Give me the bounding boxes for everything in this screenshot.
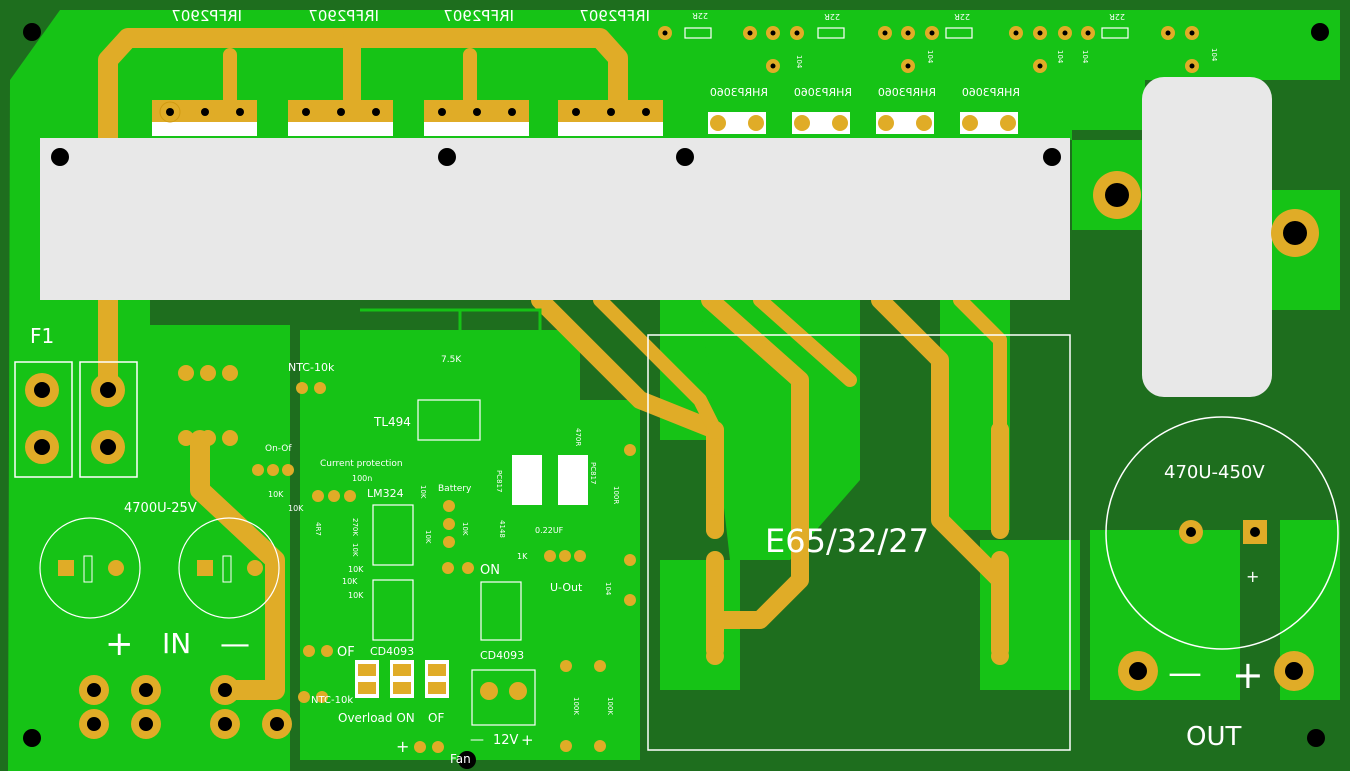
- res-100k-label-1: 100K: [572, 697, 580, 715]
- res-22r-label-2: 22R: [824, 12, 840, 21]
- heatsink: [40, 138, 1070, 300]
- diode-label-2: RHRP3060: [794, 86, 852, 99]
- on-label: ON: [480, 563, 500, 578]
- output-capacitor: [1105, 416, 1339, 650]
- diode-label-4: RHRP3060: [962, 86, 1020, 99]
- output-pads: [1093, 171, 1319, 691]
- input-capacitor-label: 4700U-25V: [124, 501, 197, 516]
- fuse-holder: [14, 361, 138, 478]
- out-plus-sign: +: [1232, 653, 1264, 697]
- input-pads: [79, 675, 292, 739]
- res-10k-label-d: 10K: [424, 530, 432, 544]
- out-minus-sign: —: [1168, 653, 1202, 693]
- u-out-label: U-Out: [550, 581, 583, 594]
- mosfet-pads: [152, 100, 663, 136]
- 12v-minus-sign: —: [470, 732, 484, 748]
- in-label: IN: [162, 627, 191, 660]
- mosfet-label-2: IRFP2907: [308, 7, 379, 25]
- cap-104-label-5: 104: [1210, 48, 1218, 62]
- transformer-outline: [647, 334, 1071, 751]
- output-capacitor-label: 470U-450V: [1164, 462, 1265, 483]
- cap-022-label: 0.22UF: [535, 526, 564, 535]
- mounting-holes: [23, 23, 1329, 769]
- diode-label-1: RHRP3060: [710, 86, 768, 99]
- res-4r7-label: 4R7: [314, 522, 322, 536]
- diode-4148-label: 4148: [498, 520, 506, 538]
- cap-100n-label: 100n: [352, 474, 372, 483]
- of-label: OF: [337, 645, 355, 660]
- opto-label-1: PC817: [495, 470, 503, 492]
- in-minus-sign: —: [220, 627, 250, 662]
- res-7k5-label: 7.5K: [441, 355, 462, 365]
- res-10k-label-c: 10K: [419, 485, 427, 499]
- ntc-top-label: NTC-10k: [288, 361, 335, 374]
- of-label-2: OF: [428, 711, 444, 725]
- 12v-plus-sign: +: [521, 731, 534, 749]
- fuse-label: F1: [30, 324, 54, 348]
- cap-104-label-1: 104: [795, 55, 803, 69]
- res-22r-label-4: 22R: [1109, 12, 1125, 21]
- output-heatsink: [1142, 77, 1272, 397]
- res-270k-label: 270K: [351, 518, 359, 536]
- mosfet-label-3: IRFP2907: [443, 7, 514, 25]
- res-10k-label-f: 10K: [351, 543, 359, 557]
- mosfet-label-1: IRFP2907: [171, 7, 242, 25]
- diode-label-3: RHRP3060: [878, 86, 936, 99]
- res-10k-label-e: 10K: [461, 522, 469, 536]
- cap-104-label-6: 104: [604, 582, 612, 596]
- res-10k-label-a: 10K: [268, 490, 284, 499]
- cap-104-label-4: 104: [1081, 50, 1089, 64]
- in-plus-sign: +: [105, 624, 134, 664]
- res-100k-label-2: 100K: [606, 697, 614, 715]
- res-22r-label-1: 22R: [692, 11, 708, 20]
- res-470r-label: 470R: [574, 428, 582, 446]
- led-footprints: [355, 660, 449, 698]
- input-capacitor-1: [39, 517, 141, 619]
- diode-bodies: [708, 112, 1018, 134]
- out-cap-plus-sign: +: [1246, 567, 1259, 586]
- transformer-label: E65/32/27: [765, 522, 929, 560]
- fan-plus-sign: +: [396, 737, 409, 756]
- res-10k-label-i: 10K: [348, 591, 364, 600]
- cd4093-label-b: CD4093: [480, 649, 524, 662]
- res-10k-label-b: 10K: [288, 504, 304, 513]
- switch-onoff-label: On-Of: [265, 444, 292, 454]
- tl494-label: TL494: [373, 415, 411, 429]
- fan-label: Fan: [450, 752, 471, 766]
- 12v-label: 12V: [493, 733, 519, 748]
- lm324-label: LM324: [367, 487, 404, 500]
- current-protection-label: Current protection: [320, 459, 403, 469]
- cap-104-label-2: 104: [926, 50, 934, 64]
- opto-label-2: PC817: [589, 462, 597, 484]
- control-pads: [178, 365, 1009, 753]
- mosfet-label-4: IRFP2907: [579, 7, 650, 25]
- ntc-bottom-label: NTC-10k: [311, 695, 353, 706]
- res-100r-label: 100R: [612, 486, 620, 504]
- input-capacitor-2: [178, 517, 280, 619]
- cd4093-label-a: CD4093: [370, 645, 414, 658]
- res-10k-label-g: 10K: [348, 565, 364, 574]
- res-10k-label-h: 10K: [342, 577, 358, 586]
- ic-footprints: [372, 399, 588, 726]
- cap-104-label-3: 104: [1056, 50, 1064, 64]
- res-22r-label-3: 22R: [954, 12, 970, 21]
- out-label: OUT: [1186, 722, 1241, 752]
- overload-on-label: Overload ON: [338, 711, 415, 725]
- battery-label: Battery: [438, 484, 472, 494]
- res-1k-label: 1K: [517, 552, 528, 561]
